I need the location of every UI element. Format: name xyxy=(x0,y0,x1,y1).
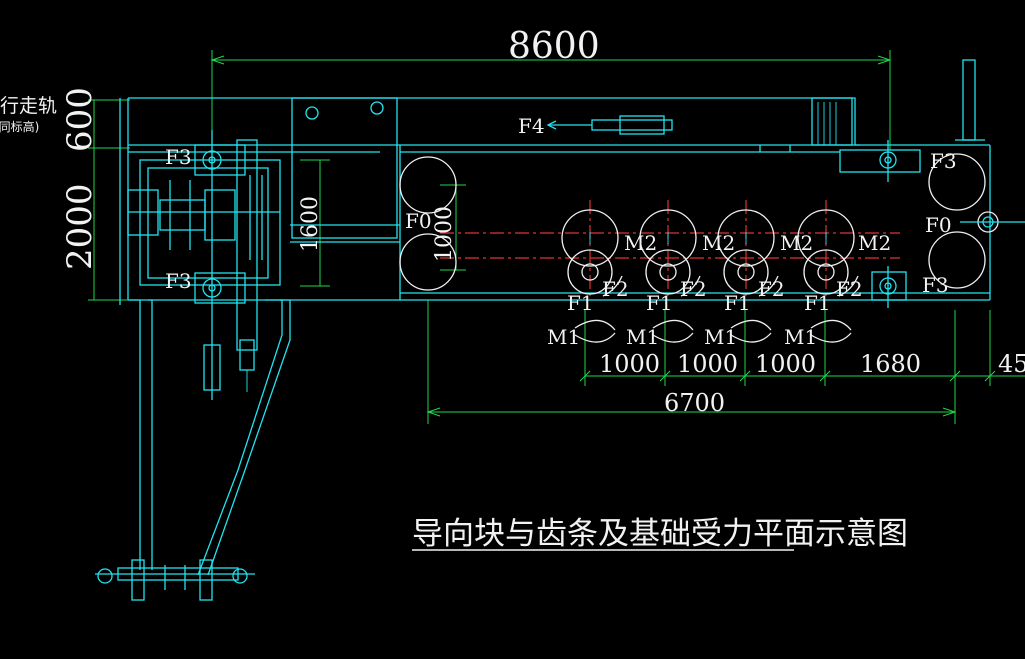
drive-machinery xyxy=(95,130,291,601)
dim-1600: 1600 xyxy=(298,196,323,252)
dimension-lines xyxy=(88,50,1025,424)
dim-8600: 8600 xyxy=(508,26,600,67)
label-M1-4: M1 xyxy=(784,325,817,349)
drawing-title: 导向块与齿条及基础受力平面示意图 xyxy=(412,516,908,552)
main-frame xyxy=(119,59,991,301)
dim-spacing-3: 1000 xyxy=(755,350,816,378)
rail-note-line1: 行走轨 xyxy=(0,95,57,117)
label-F3-bottom-right: F3 xyxy=(922,273,949,297)
label-F2-1: F2 xyxy=(602,277,629,301)
label-F0-left: F0 xyxy=(405,209,432,233)
label-M1-2: M1 xyxy=(626,325,659,349)
label-F3-top-left: F3 xyxy=(165,145,192,169)
rail-note-line2: (同标高) xyxy=(0,119,39,134)
dim-spacing-4: 1680 xyxy=(860,350,921,378)
dim-spacing-1: 1000 xyxy=(599,350,660,378)
label-F3-bottom-left: F3 xyxy=(165,269,192,293)
label-F4: F4 xyxy=(518,114,545,138)
label-F3-top-right: F3 xyxy=(930,149,957,173)
label-F2-3: F2 xyxy=(758,277,785,301)
label-F1-4: F1 xyxy=(804,291,831,315)
guide-assemblies xyxy=(839,140,1025,308)
label-F1-2: F1 xyxy=(646,291,673,315)
moment-arrows xyxy=(574,275,859,343)
dim-spacing-2: 1000 xyxy=(677,350,738,378)
dim-6700: 6700 xyxy=(664,389,725,417)
label-M2-2: M2 xyxy=(702,231,735,255)
dim-2000: 2000 xyxy=(60,183,100,270)
label-F2-4: F2 xyxy=(836,277,863,301)
label-F0-right: F0 xyxy=(925,213,952,237)
label-F1-3: F1 xyxy=(724,291,751,315)
label-F2-2: F2 xyxy=(680,277,707,301)
dim-spacing-5: 45 xyxy=(998,350,1025,378)
label-M2-1: M2 xyxy=(624,231,657,255)
label-M1-1: M1 xyxy=(547,325,580,349)
label-M1-3: M1 xyxy=(704,325,737,349)
label-M2-4: M2 xyxy=(858,231,891,255)
dim-1000-vertical: 1000 xyxy=(432,206,457,262)
label-F1-1: F1 xyxy=(567,291,594,315)
dim-600: 600 xyxy=(60,87,100,152)
wheels xyxy=(399,153,986,295)
label-M2-3: M2 xyxy=(780,231,813,255)
